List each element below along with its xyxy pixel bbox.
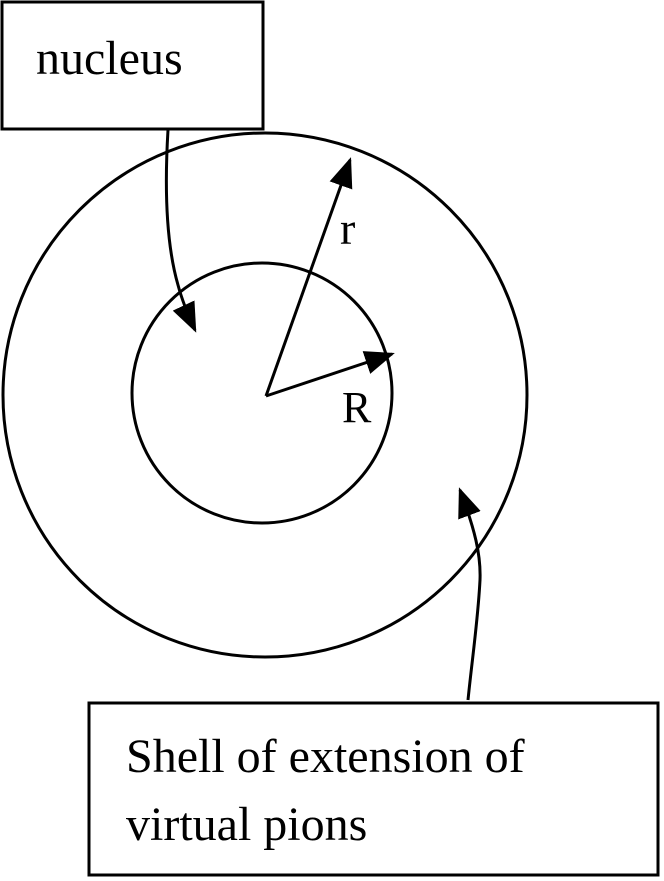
shell-pointer-arrow — [458, 487, 482, 701]
shell-label-box — [87, 701, 660, 877]
nucleus-label-box — [0, 0, 265, 131]
outer-radius-label: r — [340, 203, 355, 254]
shell-label-line1: Shell of extension of — [126, 730, 525, 783]
outer-radius-arrow — [264, 157, 353, 397]
outer-shell-circle — [1, 131, 529, 659]
nucleus-circle — [130, 261, 394, 525]
nucleus-label: nucleus — [36, 32, 183, 85]
inner-radius-label: R — [342, 383, 372, 432]
shell-label-line2: virtual pions — [126, 798, 367, 851]
inner-radius-arrow — [265, 351, 395, 398]
nucleus-pointer-arrow — [164, 129, 197, 333]
